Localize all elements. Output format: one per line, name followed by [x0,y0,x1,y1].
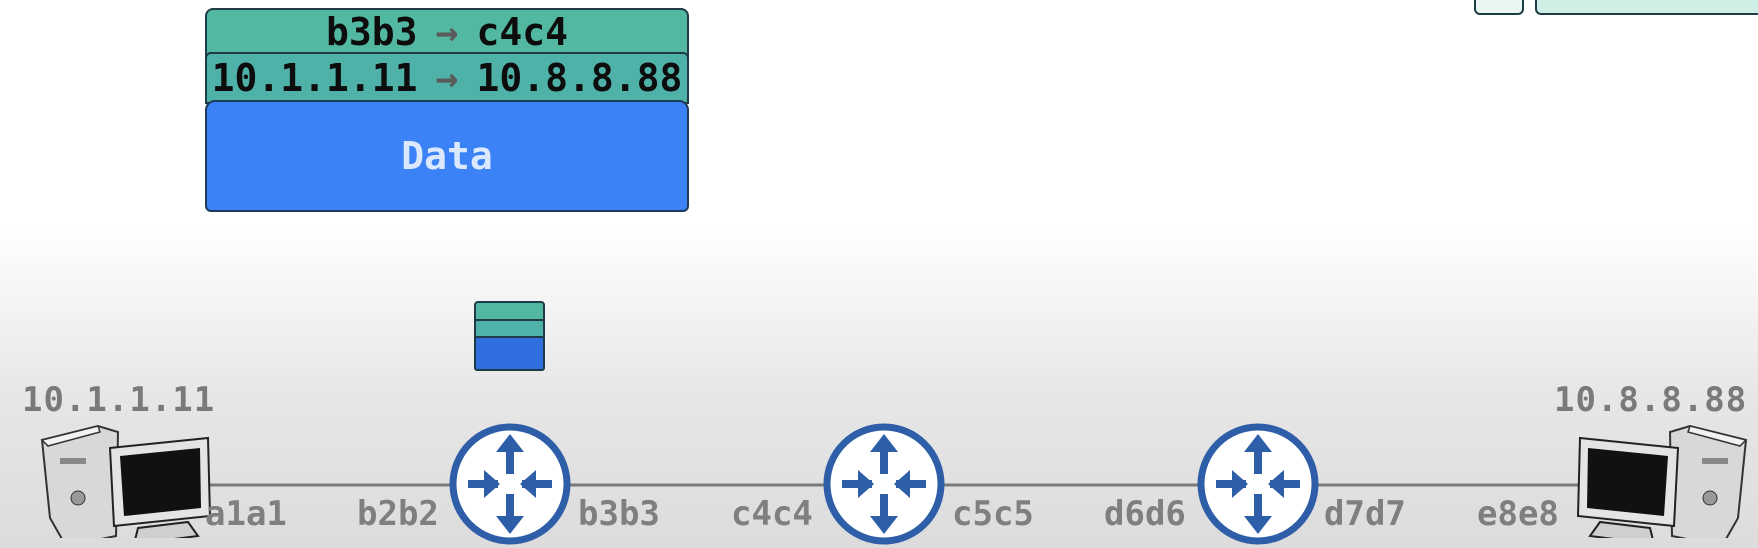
packet-data-label: Data [401,134,493,178]
interface-label: a1a1 [205,494,287,534]
l3-arrow-icon: → [435,56,459,100]
right-host-ip: 10.8.8.88 [1554,380,1748,420]
interface-label: b3b3 [578,494,660,534]
router-1-icon [449,423,571,545]
router-2-icon [823,423,945,545]
interface-label: e8e8 [1477,494,1559,534]
l2-source-mac: b3b3 [326,10,418,54]
right-computer-icon [1576,424,1748,538]
packet-l2-header: b3b3 → c4c4 [205,8,689,60]
l2-destination-mac: c4c4 [476,10,568,54]
small-packet-data [474,336,545,371]
partial-header-box-small [1474,0,1524,15]
interface-label: d7d7 [1324,494,1406,534]
left-host-ip: 10.1.1.11 [22,380,216,420]
interface-label: c5c5 [952,494,1034,534]
l3-destination-ip: 10.8.8.88 [476,56,683,100]
packet-data: Data [205,100,689,212]
packet-l3-header: 10.1.1.11 → 10.8.8.88 [205,52,689,104]
interface-label: b2b2 [357,494,439,534]
l3-source-ip: 10.1.1.11 [211,56,418,100]
left-computer-icon [40,424,212,538]
interface-label: c4c4 [731,494,813,534]
partial-header-box-large [1535,0,1758,15]
router-3-icon [1197,423,1319,545]
l2-arrow-icon: → [435,10,459,54]
interface-label: d6d6 [1104,494,1186,534]
